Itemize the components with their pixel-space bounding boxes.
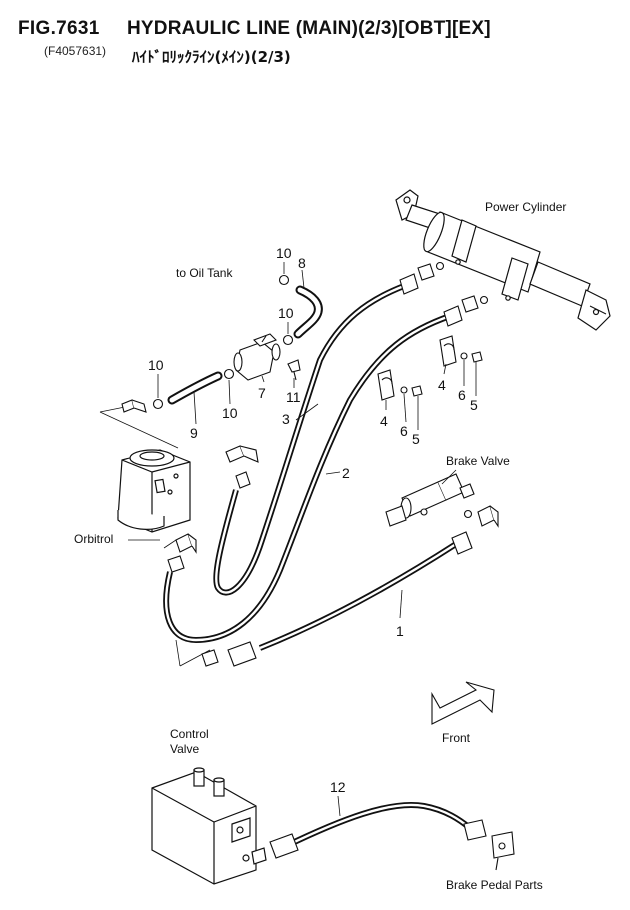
callout-9: 9 xyxy=(190,425,198,441)
callout-2: 2 xyxy=(342,465,350,481)
callout-4: 4 xyxy=(380,413,388,429)
brake-valve xyxy=(385,473,499,528)
callout-10: 10 xyxy=(276,245,292,261)
callout-10: 10 xyxy=(278,305,294,321)
clamp-lower xyxy=(377,369,423,401)
figure-title: HYDRAULIC LINE (MAIN)(2/3)[OBT][EX] xyxy=(127,18,491,39)
line-1-fittings xyxy=(227,531,473,667)
orbitrol-fittings xyxy=(121,399,259,667)
line-12-fittings xyxy=(269,819,515,871)
brake-valve-label: Brake Valve xyxy=(446,454,510,468)
callout-6: 6 xyxy=(400,423,408,439)
brake-pedal-parts-label: Brake Pedal Parts xyxy=(446,878,543,892)
callout-4: 4 xyxy=(438,377,446,393)
callout-5: 5 xyxy=(412,431,420,447)
callout-10: 10 xyxy=(222,405,238,421)
power-cylinder-label: Power Cylinder xyxy=(485,200,566,214)
o-ring xyxy=(152,398,164,410)
power-cylinder xyxy=(395,189,611,331)
block-7 xyxy=(233,333,281,381)
figure-code: (F4057631) xyxy=(44,44,107,58)
callout-leaders xyxy=(157,262,477,817)
figure-title-japanese: ﾊｲﾄﾞﾛﾘｯｸﾗｲﾝ(ﾒｲﾝ)(2/3) xyxy=(132,48,291,66)
callout-3: 3 xyxy=(282,411,290,427)
control-valve-label-line1: Control xyxy=(170,727,209,741)
o-ring xyxy=(223,368,235,380)
to-oil-tank-label: to Oil Tank xyxy=(176,266,233,280)
callout-1: 1 xyxy=(396,623,404,639)
orbitrol-leader-lines xyxy=(99,403,211,667)
orbitrol-label: Orbitrol xyxy=(74,532,113,546)
callout-12: 12 xyxy=(330,779,346,795)
figure-header: FIG.7631 HYDRAULIC LINE (MAIN)(2/3)[OBT]… xyxy=(0,0,630,80)
control-valve xyxy=(151,767,267,885)
line-1 xyxy=(258,541,458,651)
callout-6: 6 xyxy=(458,387,466,403)
cylinder-end-fittings xyxy=(399,261,489,327)
line-2 xyxy=(163,313,451,644)
line-3 xyxy=(213,283,406,596)
bolt-11 xyxy=(287,359,301,381)
callout-11: 11 xyxy=(286,389,301,405)
callout-10: 10 xyxy=(148,357,164,373)
callout-5: 5 xyxy=(470,397,478,413)
callout-8: 8 xyxy=(298,255,306,271)
orbitrol-unit xyxy=(117,449,191,533)
front-label: Front xyxy=(442,731,471,745)
control-valve-label-line2: Valve xyxy=(170,742,199,756)
clamp-upper xyxy=(439,335,483,367)
front-direction-arrow-icon xyxy=(431,681,495,725)
callout-7: 7 xyxy=(258,385,266,401)
figure-number: FIG.7631 xyxy=(18,18,100,39)
